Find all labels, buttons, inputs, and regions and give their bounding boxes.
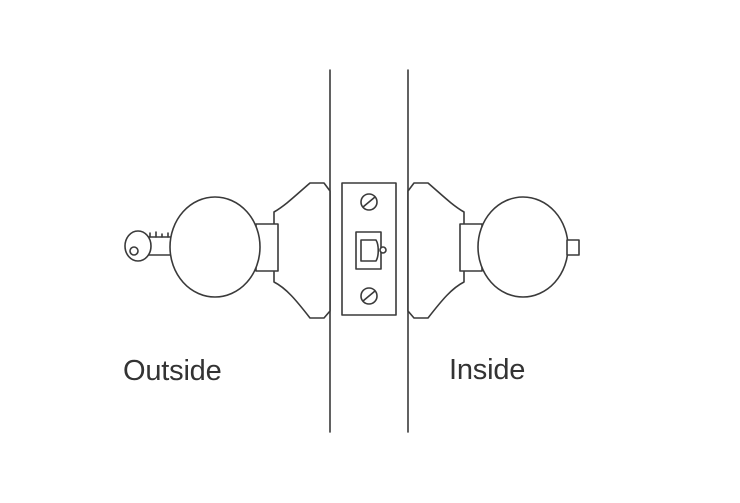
- inside-label: Inside: [449, 354, 526, 386]
- push-button-lock: [566, 239, 580, 256]
- outside-knob-ball: [169, 196, 261, 298]
- outside-label: Outside: [123, 355, 222, 387]
- latch-bolt: [355, 231, 387, 270]
- inside-knob-ball: [477, 196, 569, 298]
- top-screw-icon: [360, 193, 378, 211]
- inside-knob: [407, 182, 580, 319]
- outside-knob: [169, 182, 331, 319]
- bottom-screw-icon: [360, 287, 378, 305]
- key-icon: [124, 230, 173, 262]
- latch-faceplate: [341, 182, 397, 316]
